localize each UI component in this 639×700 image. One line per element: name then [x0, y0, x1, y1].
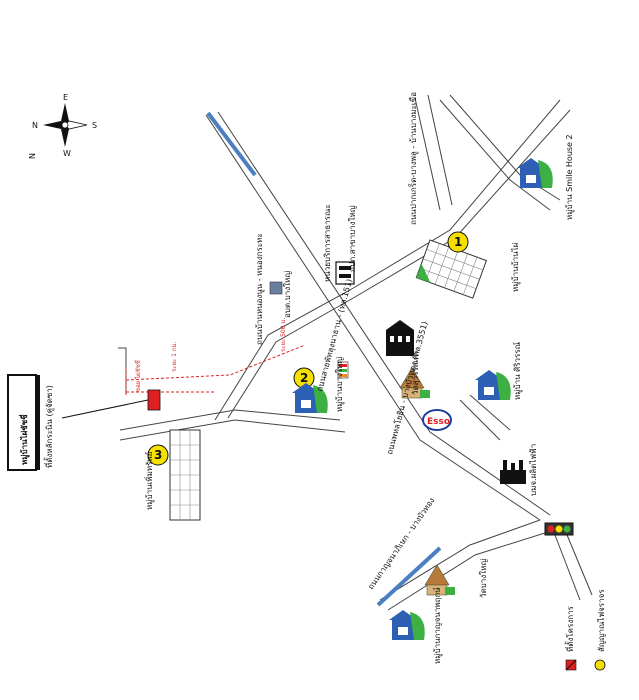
compass-east: E: [63, 93, 68, 102]
convenience-store-icon: [337, 361, 349, 379]
distance-label-2: ระยะ 500 ม.: [280, 318, 287, 352]
road-main-diagonal-a: [205, 114, 541, 521]
label-village-bottom: หมู่บ้านกาญจนาพฤกษ์: [432, 587, 443, 664]
gov-office-icon: [335, 261, 355, 285]
building-icon-small: [269, 281, 283, 295]
label-factory: บมจ.ผลิตไฟฟ้า: [529, 444, 538, 496]
road-left-b: [119, 419, 346, 441]
legend-item-site: ที่ตั้งโครงการ: [564, 605, 575, 652]
label-gov-office: หน่วยบริการสาธารณะ: [323, 204, 332, 282]
title-sub: ที่ตั้งหลักระนิน (คู่จัดซา): [43, 385, 55, 468]
road-label-right: ถนนปากเกร็ด-บางพลู - บ้านบางมะเขือ: [408, 92, 419, 225]
label-nakhon: อบต.บางใหญ่: [283, 271, 292, 318]
temple-icon-2: [424, 564, 455, 596]
label-smile-house: หมู่บ้าน Smile House 2: [565, 134, 575, 220]
house-icon-bottom: [389, 610, 425, 640]
road-esso-side-b: [469, 394, 511, 431]
road-esso-side: [459, 399, 501, 441]
label-temple-1: วัดสุวรรณศรี: [411, 350, 420, 395]
school-building-icon: [386, 320, 414, 356]
temple-icon-1: [399, 367, 430, 399]
factory-icon: [500, 460, 526, 484]
number-marker-3: 3: [147, 444, 169, 466]
legend-item-signal: สัญญาณไฟจราจร: [597, 589, 606, 652]
road-left-a: [119, 409, 341, 431]
project-site-marker: [147, 389, 161, 411]
title-main: หมู่บ้านไผ่ชัชชี่: [18, 414, 30, 465]
house-icon-village2: [292, 383, 328, 413]
svg-text:2: 2: [300, 371, 308, 385]
canal-layer: [206, 111, 442, 607]
traffic-light-icon: [544, 522, 574, 536]
road-site-side: [118, 347, 127, 395]
label-siriwan: หมู่บ้าน ศิริวรรณ์: [512, 341, 523, 400]
label-village-2: หมู่บ้านบางใหญ่: [335, 357, 345, 412]
road-tl-down-b: [564, 529, 593, 596]
village-grid-1: [415, 239, 488, 299]
road-main-diagonal-b: [217, 111, 551, 516]
number-marker-1: 1: [447, 231, 469, 253]
compass-n: N: [28, 153, 37, 159]
road-lower-a: [379, 519, 541, 601]
canal-top: [206, 111, 257, 177]
svg-text:3: 3: [154, 448, 162, 462]
label-village-1: หมู่บ้านบ้านไผ่: [511, 242, 521, 292]
road-label-left: ถนนบ้านหนองนูน - หนองกระทะ: [255, 233, 265, 345]
compass-south: S: [92, 121, 97, 130]
house-icon-smile: [517, 158, 553, 188]
label-village-3: หมู่บ้านเพิ่มทรัพย์: [143, 452, 155, 510]
label-temple-2: วัดบางใหญ่: [479, 559, 488, 598]
distance-label-1: ระยะ 1 กม.: [171, 342, 178, 372]
canal-bottom: [376, 546, 442, 607]
road-label-bottom: ถนนกาญจนาภิเษก - บางบัวทอง: [366, 496, 436, 591]
route-dashed: [125, 344, 306, 395]
road-upper-right-branch: [414, 97, 441, 211]
compass-north: N: [32, 121, 38, 130]
road-top-right-b: [439, 99, 551, 211]
soi-label: ซอย ไผ่ชัชชี่: [134, 360, 142, 392]
compass-icon: N: [28, 103, 88, 159]
compass-west: W: [63, 149, 71, 158]
esso-station-icon: Esso: [422, 409, 452, 431]
house-icon-siriwan: [475, 370, 511, 400]
esso-brand: Esso: [427, 417, 450, 427]
road-cross-b: [227, 109, 571, 419]
road-tl-down: [554, 534, 581, 601]
title-box: หมู่บ้านไผ่ชัชชี่ ที่ตั้งหลักระนิน (คู่จ…: [7, 374, 149, 471]
road-cross-a: [214, 99, 561, 421]
svg-text:1: 1: [454, 235, 462, 249]
label-water: กปภ.สาขาบางใหญ่: [348, 205, 357, 272]
legend-signal-swatch: [594, 659, 606, 671]
road-upper-right-branch-b: [427, 94, 453, 206]
roads-layer: [118, 94, 593, 611]
number-marker-2: 2: [293, 367, 315, 389]
village-grid-3: [169, 429, 201, 521]
legend: ที่ตั้งโครงการ สัญญาณไฟจราจร: [564, 589, 606, 671]
road-lower-b: [387, 531, 549, 611]
